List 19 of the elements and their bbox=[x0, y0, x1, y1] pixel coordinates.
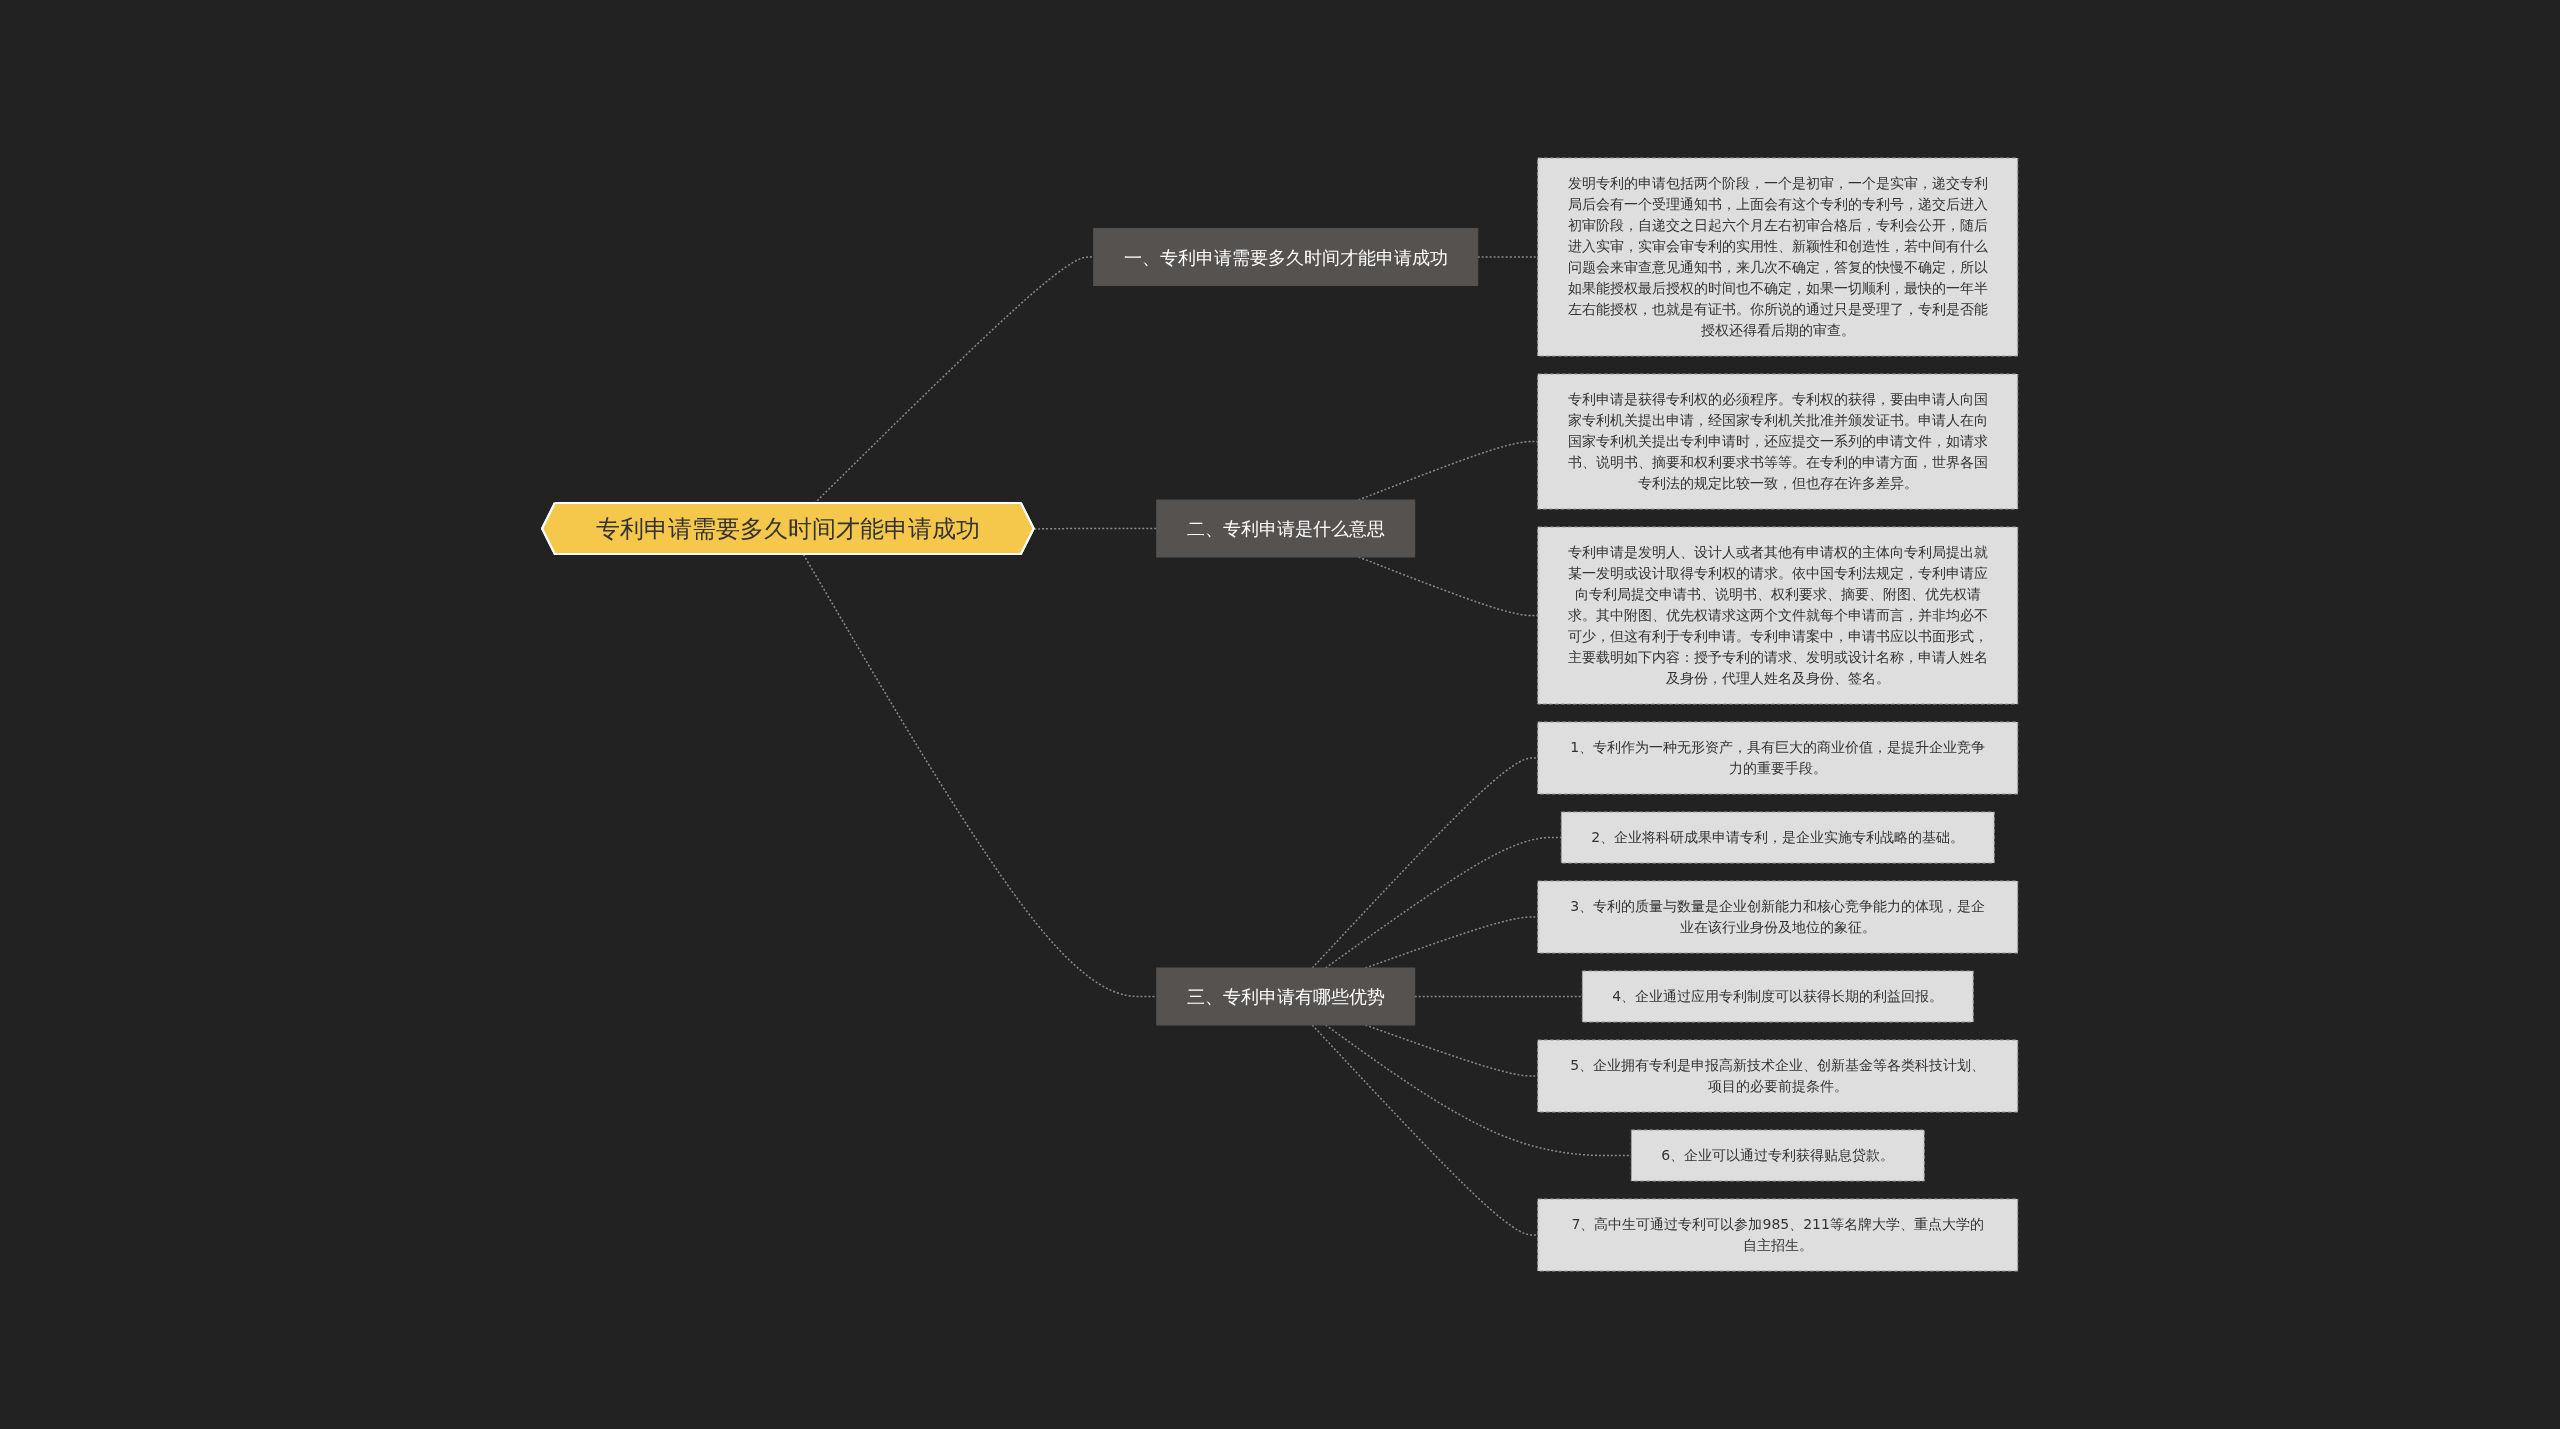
node-box: 专利申请是发明人、设计人或者其他有申请权的主体向专利局提出就某一发明或设计取得专利权的请求。依中国专利法规定，专利申请应向专利局提交申请书、说明书、权利要求、摘要、附图、优先权请求。其中附图、优先权请求这两个文件就每个申请而言，并非均必不可少，但这有利于专利申请。专利申请案中，申请书应以书面形式，主要载明如下内容：授予专利的请求、发明或设计名称，申请人姓名及身份，代理人姓名及身份、签名。 bbox=[1537, 526, 2019, 705]
node-box: 三、专利申请有哪些优势 bbox=[1156, 967, 1416, 1026]
node-box: 二、专利申请是什么意思 bbox=[1156, 499, 1416, 558]
connector bbox=[1477, 256, 1539, 258]
node-box: 一、专利申请需要多久时间才能申请成功 bbox=[1093, 228, 1479, 286]
node-box: 专利申请是获得专利权的必须程序。专利权的获得，要由申请人向国家专利机关提出申请，经国家专利机关批准并颁发证书。申请人在向国家专利机关提出专利申请时，还应提交一系列的申请文件，如请求书、说明书、摘要和权利要求书等等。在专利的申请方面，世界各国专利法的规定比较一致，但也存在许多差异。 bbox=[1537, 373, 2019, 510]
node-box: 7、高中生可通过专利可以参加985、211等名牌大学、重点大学的自主招生。 bbox=[1537, 1198, 2019, 1272]
node-box: 3、专利的质量与数量是企业创新能力和核心竞争能力的体现，是企业在该行业身份及地位的象征。 bbox=[1537, 880, 2019, 954]
connector bbox=[1414, 995, 1584, 998]
connector bbox=[1311, 1024, 1539, 1236]
connector bbox=[1324, 836, 1563, 969]
node-box: 发明专利的申请包括两个阶段，一个是初审，一个是实审，递交专利局后会有一个受理通知书，上面会有这个专利的专利号，递交后进入初审阶段，自递交之日起六个月左右初审合格后，专利会公开，随后进入实审，实审会审专利的实用性、新颖性和创造性，若中间有什么问题会来审查意见通知书，来几次不确定，答复的快慢不确定，所以如果能授权最后授权的时间也不确定，如果一切顺利，最快的一年半左右能授权，也就是有证书。你所说的通过只是受理了，专利是否能授权还得看后期的审查。 bbox=[1537, 157, 2019, 357]
node-box: 4、企业通过应用专利制度可以获得长期的利益回报。 bbox=[1581, 970, 1974, 1023]
connector bbox=[1033, 527, 1158, 530]
node-box: 2、企业将科研成果申请专利，是企业实施专利战略的基础。 bbox=[1560, 811, 1995, 864]
node-box: 6、企业可以通过专利获得贴息贷款。 bbox=[1630, 1129, 1925, 1182]
node-box: 5、企业拥有专利是申报高新技术企业、创新基金等各类科技计划、项目的必要前提条件。 bbox=[1537, 1039, 2019, 1113]
node-box: 1、专利作为一种无形资产，具有巨大的商业价值，是提升企业竞争力的重要手段。 bbox=[1537, 721, 2019, 795]
connector bbox=[1311, 757, 1539, 969]
